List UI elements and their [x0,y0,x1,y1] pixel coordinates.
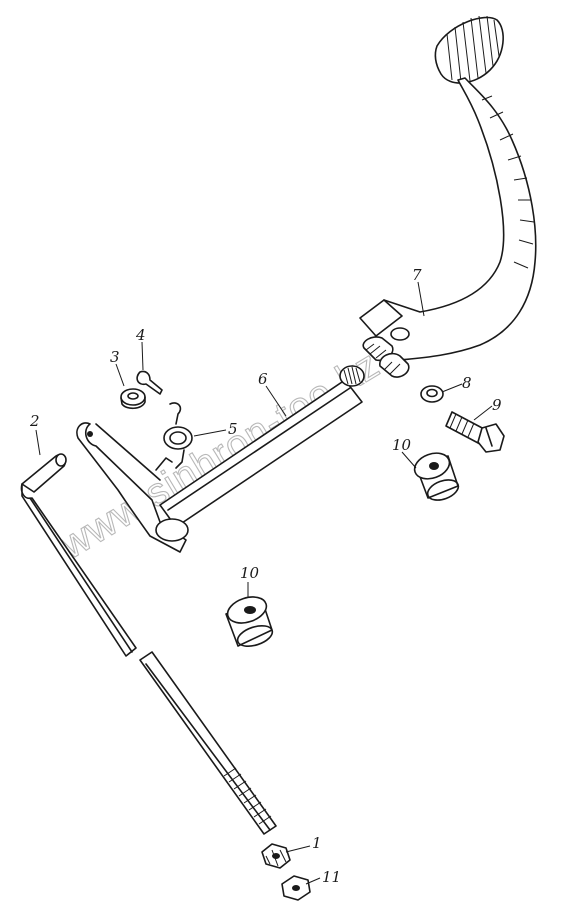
callout-1: 1 [312,834,322,852]
callout-10-upper: 10 [392,436,412,454]
callout-4: 4 [135,326,146,344]
callout-9: 9 [492,396,502,414]
callout-7: 7 [412,266,422,284]
callout-6: 6 [258,370,268,388]
bushing-part-10-lower [225,596,274,648]
nut-part-1 [261,843,291,869]
callout-10-lower: 10 [240,564,260,582]
callout-2: 2 [29,412,40,430]
return-spring-part-5 [163,402,193,469]
pedal-shaft-part-6 [76,365,365,553]
callout-11: 11 [322,868,341,886]
pull-rod-part-2 [20,453,277,835]
brake-pedal-part-7 [359,15,537,378]
bolt-part-9 [445,411,505,453]
callout-5: 5 [228,420,238,438]
pedal-pad [434,15,504,84]
washer-part-3 [120,388,146,410]
bushing-part-10-upper [413,452,460,501]
spring-washer-part-8 [420,385,444,403]
cotter-pin-part-4 [136,370,163,395]
leader-lines [35,281,493,885]
callout-3: 3 [110,348,120,366]
callout-8: 8 [462,374,472,392]
callout-labels: 1 2 3 4 5 6 7 8 9 10 10 11 [29,266,502,886]
lock-nut-part-11 [281,875,311,901]
